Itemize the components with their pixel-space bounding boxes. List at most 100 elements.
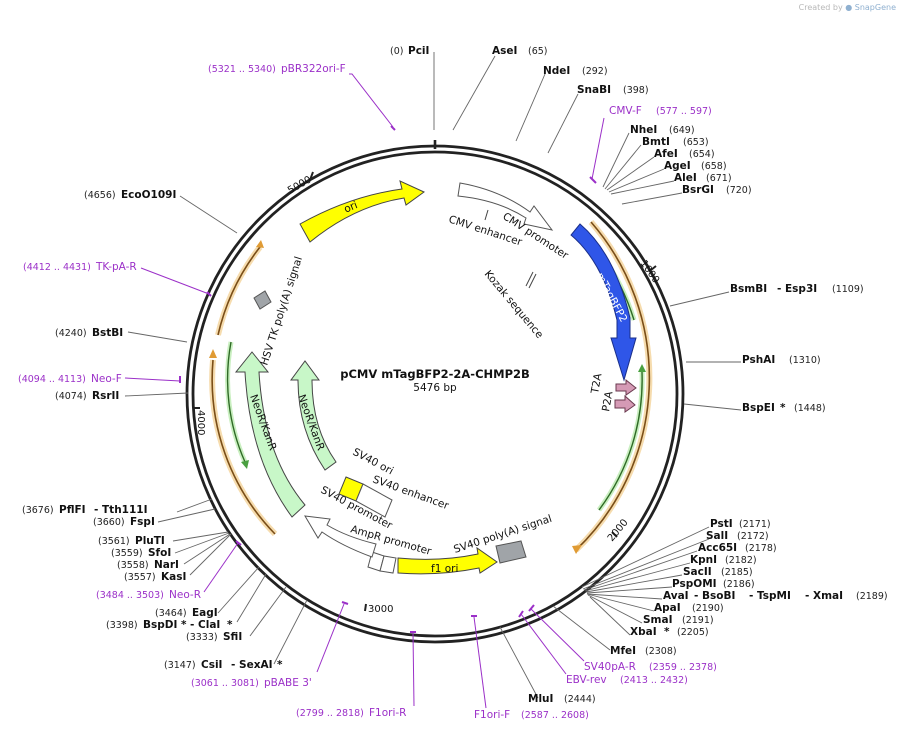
site-pflfi: PflFI	[59, 504, 86, 516]
site-clai-star: *	[227, 619, 233, 631]
orf-left-green-line	[226, 341, 246, 463]
sv40-polya-box	[495, 540, 527, 564]
site-clai: - ClaI	[190, 619, 220, 631]
site-eagi: EagI	[192, 607, 218, 619]
site-sfoi: SfoI	[148, 547, 171, 559]
site-agei: AgeI	[664, 160, 691, 172]
primer-neo-r: Neo-R	[169, 589, 201, 601]
site-ecoo109i: EcoO109I	[121, 189, 176, 201]
site-pos-sali: (2172)	[737, 531, 769, 542]
site-pos-pflfi: (3676)	[22, 505, 54, 516]
sv40-promoter-arrow	[304, 515, 377, 558]
site-pos-smai: (2191)	[682, 615, 714, 626]
site-pos-avai: (2189)	[856, 591, 888, 602]
site-csii: CsiI	[201, 659, 222, 671]
site-pos-eagi: (3464)	[155, 608, 187, 619]
site-sexai: - SexAI	[231, 659, 273, 671]
snapgene-credit: Created by ● SnapGene	[799, 3, 896, 12]
sv40-enhancer-box	[355, 483, 393, 518]
sv40-ori-label: SV40 ori	[351, 446, 396, 477]
site-asei: AseI	[492, 45, 517, 57]
f1-ori-label: f1 ori	[431, 563, 458, 575]
orf-left-orange-2-line	[217, 246, 261, 336]
site-pos-acc65i: (2178)	[745, 543, 777, 554]
primer-pbabe3: pBABE 3'	[264, 677, 312, 689]
site-pspomi: PspOMI	[672, 578, 717, 590]
site-sali: SalI	[706, 530, 728, 542]
neor-inner-arrow	[290, 360, 337, 471]
ori-label: ori	[342, 199, 359, 215]
site-bspdi-star: *	[181, 619, 187, 631]
site-pos-nari: (3558)	[117, 560, 149, 571]
primer-pos-pbr322ori-f: (5321 .. 5340)	[208, 64, 276, 75]
site-mfei: MfeI	[610, 645, 636, 657]
site-pos-ecoo109i: (4656)	[84, 190, 116, 201]
site-rsrii: RsrII	[92, 390, 119, 402]
primer-pos-f1ori-f: (2587 .. 2608)	[521, 710, 589, 721]
orf-left-orange-2	[215, 245, 263, 336]
site-pos-bmti: (653)	[683, 137, 709, 148]
snapgene-logo-icon: ●	[845, 3, 853, 12]
primer-sv40pa-r: SV40pA-R	[584, 661, 636, 673]
site-bspei: BspEI	[742, 402, 775, 414]
plasmid-name: pCMV mTagBFP2-2A-CHMP2B	[340, 367, 530, 381]
primer-pos-sv40pa-r: (2359 .. 2378)	[649, 662, 717, 673]
orf-arc-right-outer-line	[575, 221, 651, 551]
site-pos-rsrii: (4074)	[55, 391, 87, 402]
site-pos-psti: (2171)	[739, 519, 771, 530]
site-pshai: PshAI	[742, 354, 775, 366]
neor-outer-arrow	[234, 351, 306, 518]
small-feature-box	[379, 555, 397, 574]
orf-left-orange-1-line	[211, 359, 276, 535]
site-fspi: FspI	[130, 516, 155, 528]
backbone	[185, 140, 685, 644]
orf-arrow-left-1	[209, 349, 217, 358]
orf-arrow-right-outer	[572, 545, 582, 554]
site-pos-afei: (654)	[689, 149, 715, 160]
site-pos-sfii: (3333)	[186, 632, 218, 643]
primer-tk-pa-r: TK-pA-R	[95, 261, 137, 273]
orf-green-bottom-line	[598, 371, 643, 511]
site-pos-pcii: (0)	[390, 46, 403, 57]
ori-arrow	[299, 180, 425, 243]
site-pos-bspdi: (3398)	[106, 620, 138, 631]
site-pos-ndei: (292)	[582, 66, 608, 77]
site-pos-bsrgi: (720)	[726, 185, 752, 196]
site-tspmi: - TspMI	[749, 590, 791, 602]
site-ndei: NdeI	[543, 65, 570, 77]
site-pos-alei: (671)	[706, 173, 732, 184]
orf-arrow-left-2	[256, 240, 264, 248]
site-pos-sfoi: (3559)	[111, 548, 143, 559]
site-apai: ApaI	[654, 602, 681, 614]
site-labels: (0) PciI AseI (65) NdeI (292) SnaBI (398…	[22, 45, 888, 705]
site-bspei-star: *	[780, 402, 786, 414]
mtagbfp2-arrow	[570, 223, 637, 382]
site-afei: AfeI	[654, 148, 678, 160]
site-snabi: SnaBI	[577, 84, 611, 96]
t2a-label: T2A	[589, 372, 605, 396]
site-pos-csii: (3147)	[164, 660, 196, 671]
site-pos-agei: (658)	[701, 161, 727, 172]
site-smai: SmaI	[643, 614, 673, 626]
primer-neo-f: Neo-F	[91, 373, 122, 385]
tick-label-1000: 1000	[638, 258, 662, 285]
orf-arrow-left-green	[241, 460, 249, 469]
site-bspdi: BspDI	[143, 619, 177, 631]
site-pcii: PciI	[408, 45, 429, 57]
tick-label-4000: 4000	[195, 410, 206, 435]
site-xbai-star: *	[664, 626, 670, 638]
plasmid-size: 5476 bp	[413, 382, 457, 394]
hsv-tk-label: HSV TK poly(A) signal	[258, 255, 305, 367]
site-sacii: SacII	[683, 566, 712, 578]
site-pos-nhei: (649)	[669, 125, 695, 136]
hsv-tk-box	[253, 290, 272, 310]
site-pos-bspei: (1448)	[794, 403, 826, 414]
orf-arrow-green	[638, 364, 646, 372]
credit-brand: SnapGene	[854, 3, 896, 12]
site-bsobi: - BsoBI	[694, 590, 735, 602]
orf-left-green	[225, 341, 248, 464]
site-pos-bstbi: (4240)	[55, 328, 87, 339]
kozak-label: Kozak sequence	[482, 268, 546, 341]
site-avai: AvaI	[663, 590, 689, 602]
site-pos-bsmbi: (1109)	[832, 284, 864, 295]
